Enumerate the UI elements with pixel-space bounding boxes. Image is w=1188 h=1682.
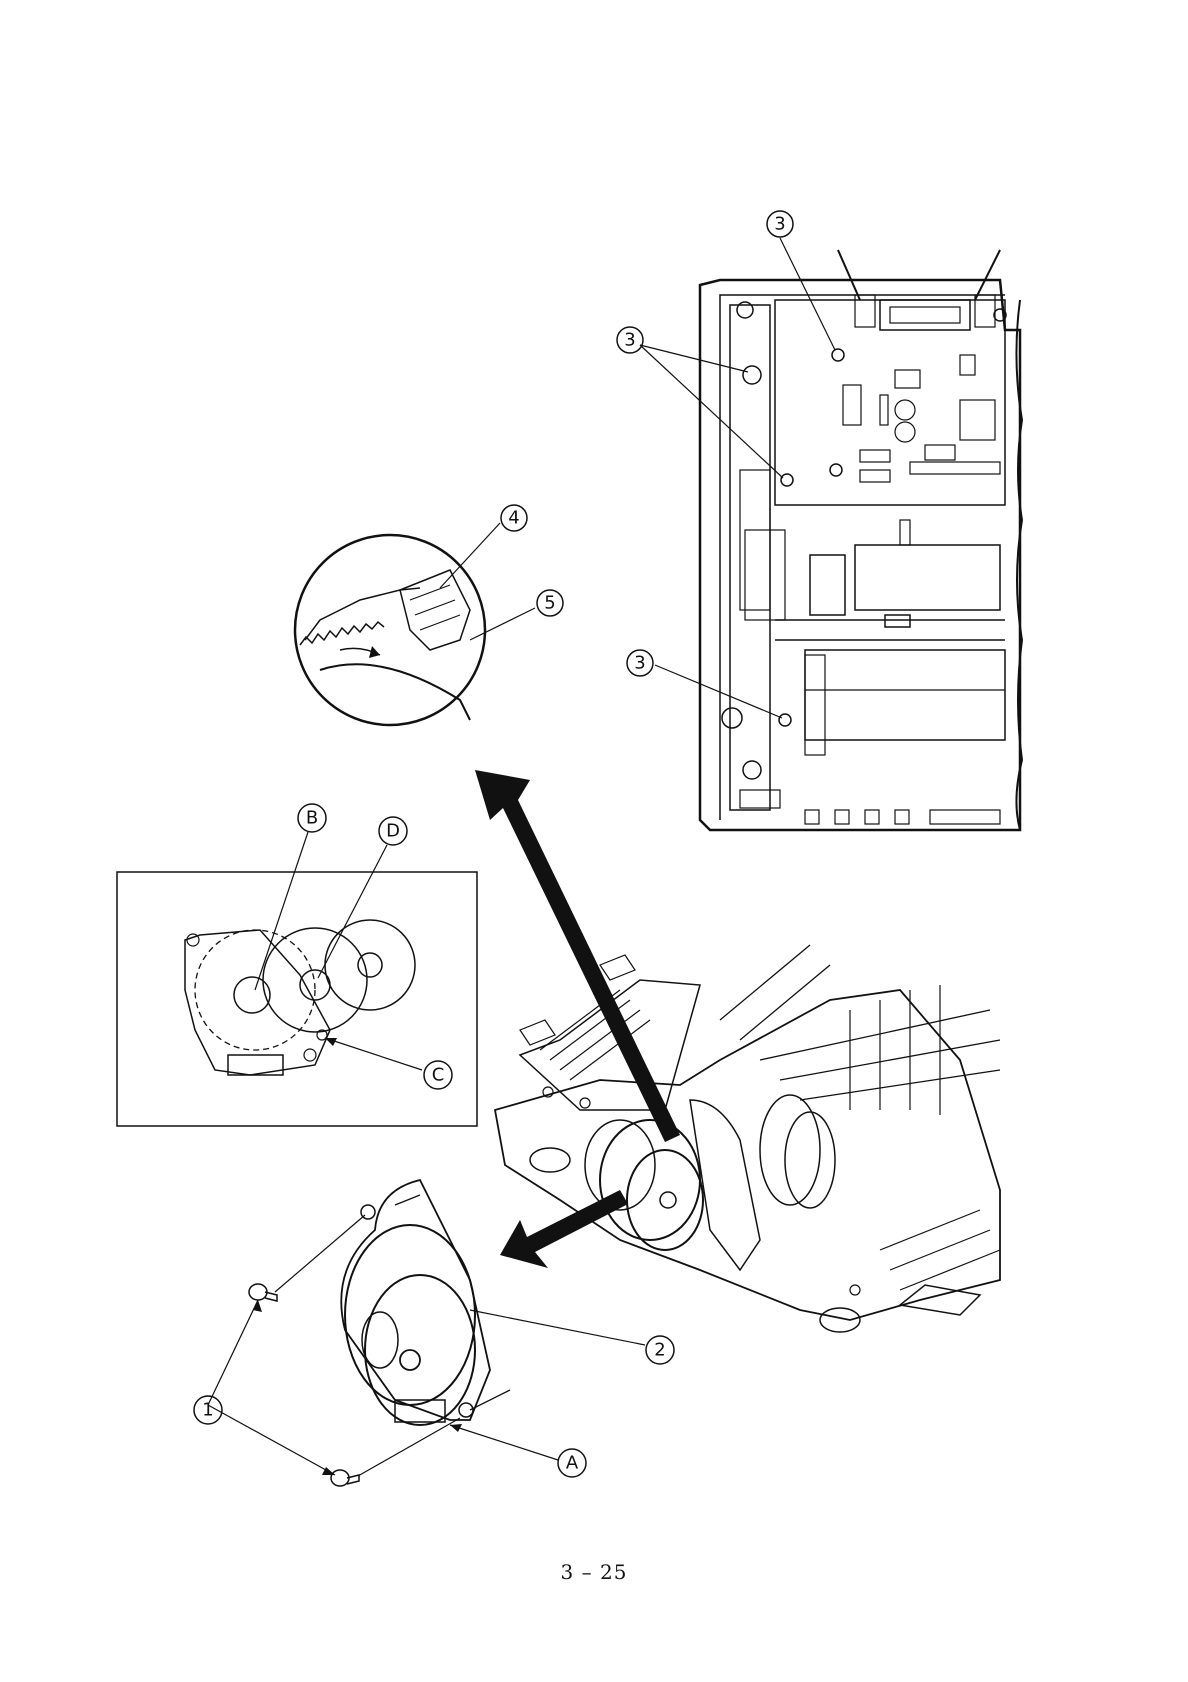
leader-lines xyxy=(208,238,835,1475)
callout-3-low: 3 xyxy=(627,650,653,676)
direction-arrows xyxy=(475,770,680,1268)
screw-lower xyxy=(331,1470,359,1486)
callout-A-label: A xyxy=(566,1453,579,1474)
callout-3-top-label: 3 xyxy=(774,214,785,235)
callout-3-top: 3 xyxy=(767,211,793,237)
callout-B: B xyxy=(298,804,326,832)
gear-detail-circle xyxy=(295,535,485,725)
callout-3-low-label: 3 xyxy=(634,653,645,674)
motor-exploded xyxy=(249,1180,510,1486)
callout-D-label: D xyxy=(386,821,400,842)
callout-4: 4 xyxy=(501,505,527,531)
callouts: 3 3 3 4 5 B D C xyxy=(194,211,793,1477)
callout-A: A xyxy=(558,1449,586,1477)
callout-3-mid-label: 3 xyxy=(624,330,635,351)
callout-2-label: 2 xyxy=(654,1340,665,1361)
callout-3-mid: 3 xyxy=(617,327,643,353)
callout-C-label: C xyxy=(432,1065,445,1086)
callout-1-label: 1 xyxy=(202,1400,213,1421)
callout-5: 5 xyxy=(537,590,563,616)
callout-C: C xyxy=(424,1061,452,1089)
screw-upper xyxy=(249,1284,277,1301)
callout-4-label: 4 xyxy=(508,508,519,529)
gear-inset-box xyxy=(117,872,477,1126)
page-number: 3 – 25 xyxy=(0,1560,1188,1584)
callout-5-label: 5 xyxy=(544,593,555,614)
callout-2: 2 xyxy=(646,1336,674,1364)
printer-top-view xyxy=(700,250,1022,830)
callout-D: D xyxy=(379,817,407,845)
callout-B-label: B xyxy=(306,808,318,829)
printer-mechanism xyxy=(495,945,1000,1332)
